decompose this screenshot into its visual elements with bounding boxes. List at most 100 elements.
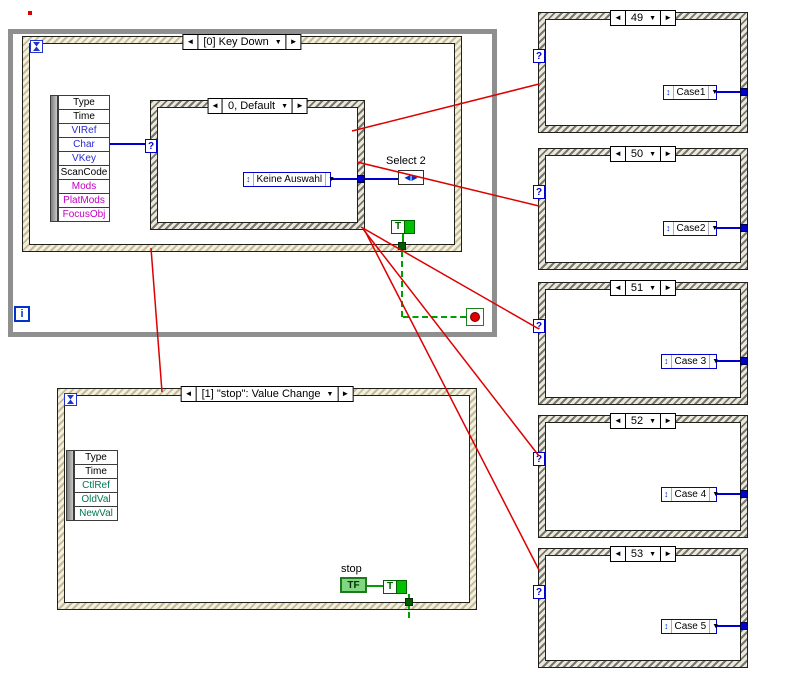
next-case-arrow-icon[interactable]: ►	[664, 13, 673, 22]
event-field-scancode[interactable]: ScanCode	[58, 165, 110, 180]
timeout-terminal[interactable]	[30, 40, 43, 53]
wire-enum-to-tunnel[interactable]	[717, 91, 745, 93]
dropdown-arrow-icon[interactable]: ▼	[274, 38, 282, 46]
loop-conditional-terminal[interactable]	[466, 308, 484, 326]
prev-case-arrow-icon[interactable]: ◄	[186, 37, 195, 46]
dropdown-arrow-icon[interactable]: ▼	[709, 488, 721, 501]
event-field-vkey[interactable]: VKey	[58, 151, 110, 166]
event-field-mods[interactable]: Mods	[58, 179, 110, 194]
bool-true-constant-bottom[interactable]: T	[383, 580, 407, 594]
next-case-arrow-icon[interactable]: ►	[296, 101, 304, 110]
event-field-type[interactable]: Type	[58, 95, 110, 110]
prev-case-arrow-icon[interactable]: ◄	[613, 149, 622, 158]
next-case-arrow-icon[interactable]: ►	[664, 549, 673, 558]
wire-enum-to-tunnel[interactable]	[717, 625, 745, 627]
event-structure-stop-value-change[interactable]: ◄ [1] "stop": Value Change ▼ ►	[57, 386, 477, 610]
prev-case-arrow-icon[interactable]: ◄	[613, 416, 622, 425]
event-key-down-selector[interactable]: ◄ [0] Key Down ▼ ►	[182, 34, 302, 50]
prev-case-arrow-icon[interactable]: ◄	[613, 283, 622, 292]
enum-constant-case2[interactable]: ↕ Case2 ▼	[663, 221, 720, 236]
event-field-newval[interactable]: NewVal	[74, 506, 118, 521]
wire-char-to-case[interactable]	[110, 143, 146, 145]
event-field-time[interactable]: Time	[74, 464, 118, 479]
event-field-viref[interactable]: VIRef	[58, 123, 110, 138]
next-case-arrow-icon[interactable]: ►	[289, 37, 298, 46]
wire-enum-to-tunnel[interactable]	[717, 493, 745, 495]
dropdown-arrow-icon[interactable]: ▼	[649, 14, 657, 22]
case-52-selector[interactable]: ◄ 52 ▼ ►	[609, 413, 677, 429]
dropdown-arrow-icon[interactable]: ▼	[709, 620, 721, 633]
case-49-selector[interactable]: ◄ 49 ▼ ►	[609, 10, 677, 26]
case-output-tunnel[interactable]	[357, 175, 365, 183]
case-selector-terminal[interactable]: ?	[533, 319, 545, 333]
case-output-tunnel[interactable]	[740, 490, 748, 498]
wire-stop-to-const[interactable]	[367, 585, 383, 587]
enum-constant-case1[interactable]: ↕ Case1 ▼	[663, 85, 720, 100]
case-selector-terminal[interactable]: ?	[145, 139, 157, 153]
case-structure-49[interactable]: ◄ 49 ▼ ► ? ↕ Case1 ▼	[533, 10, 748, 133]
bool-wire-vertical[interactable]	[408, 594, 410, 618]
case-selector-terminal[interactable]: ?	[533, 452, 545, 466]
dropdown-arrow-icon[interactable]: ▼	[281, 102, 289, 110]
prev-case-arrow-icon[interactable]: ◄	[613, 13, 622, 22]
case-output-tunnel[interactable]	[740, 622, 748, 630]
enum-constant-keine-auswahl[interactable]: ↕ Keine Auswahl ▼	[243, 172, 335, 187]
dropdown-arrow-icon[interactable]: ▼	[326, 390, 334, 398]
dropdown-arrow-icon[interactable]: ▼	[708, 222, 720, 235]
case-structure-default[interactable]: ◄ 0, Default ▼ ► ?	[145, 98, 365, 230]
case-output-tunnel[interactable]	[740, 357, 748, 365]
enum-constant-case3[interactable]: ↕ Case 3 ▼	[661, 354, 719, 369]
event-field-ctlref[interactable]: CtlRef	[74, 478, 118, 493]
case-selector-terminal[interactable]: ?	[533, 585, 545, 599]
next-case-arrow-icon[interactable]: ►	[664, 283, 673, 292]
case-structure-53[interactable]: ◄ 53 ▼ ► ? ↕ Case 5 ▼	[533, 546, 748, 668]
bool-wire-vertical[interactable]	[401, 251, 403, 317]
wire-enum-to-tunnel[interactable]	[717, 227, 745, 229]
next-case-arrow-icon[interactable]: ►	[341, 389, 350, 398]
event-field-platmods[interactable]: PlatMods	[58, 193, 110, 208]
dropdown-arrow-icon[interactable]: ▼	[325, 173, 337, 186]
prev-case-arrow-icon[interactable]: ◄	[184, 389, 193, 398]
case-default-selector[interactable]: ◄ 0, Default ▼ ►	[207, 98, 308, 114]
prev-case-arrow-icon[interactable]: ◄	[613, 549, 622, 558]
event-field-oldval[interactable]: OldVal	[74, 492, 118, 507]
case-53-selector[interactable]: ◄ 53 ▼ ►	[609, 546, 677, 562]
bool-true-constant-top[interactable]: T	[391, 220, 415, 234]
enum-constant-case5[interactable]: ↕ Case 5 ▼	[661, 619, 719, 634]
case-51-selector[interactable]: ◄ 51 ▼ ►	[609, 280, 677, 296]
dropdown-arrow-icon[interactable]: ▼	[649, 284, 657, 292]
case-output-tunnel[interactable]	[740, 88, 748, 96]
case-structure-52[interactable]: ◄ 52 ▼ ► ? ↕ Case 4 ▼	[533, 413, 748, 538]
case-selector-terminal[interactable]: ?	[533, 49, 545, 63]
next-case-arrow-icon[interactable]: ►	[664, 416, 673, 425]
case-output-tunnel[interactable]	[740, 224, 748, 232]
event-bottom-tunnel[interactable]	[398, 242, 406, 250]
event-field-type[interactable]: Type	[74, 450, 118, 465]
select2-control-terminal[interactable]: ◀ ▶	[398, 170, 424, 185]
event-field-char[interactable]: Char	[58, 137, 110, 152]
event-field-focusobj[interactable]: FocusObj	[58, 207, 110, 222]
timeout-terminal[interactable]	[64, 393, 77, 406]
dropdown-arrow-icon[interactable]: ▼	[708, 86, 720, 99]
case-50-selector[interactable]: ◄ 50 ▼ ►	[609, 146, 677, 162]
event-data-node-key-down[interactable]: Type Time VIRef Char VKey ScanCode Mods …	[50, 95, 110, 222]
dropdown-arrow-icon[interactable]: ▼	[649, 550, 657, 558]
divider	[624, 147, 626, 161]
bool-wire-horizontal[interactable]	[403, 316, 466, 318]
prev-case-arrow-icon[interactable]: ◄	[211, 101, 219, 110]
stop-boolean-terminal[interactable]: TF	[340, 577, 367, 593]
case-structure-50[interactable]: ◄ 50 ▼ ► ? ↕ Case2 ▼	[533, 146, 748, 270]
wire-enum-to-tunnel[interactable]	[717, 360, 745, 362]
event-field-time[interactable]: Time	[58, 109, 110, 124]
event-stop-selector[interactable]: ◄ [1] "stop": Value Change ▼ ►	[180, 386, 354, 402]
dropdown-arrow-icon[interactable]: ▼	[649, 417, 657, 425]
loop-iteration-terminal[interactable]: i	[14, 306, 30, 322]
case-structure-51[interactable]: ◄ 51 ▼ ► ? ↕ Case 3 ▼	[533, 280, 748, 405]
enum-constant-case4[interactable]: ↕ Case 4 ▼	[661, 487, 719, 502]
case-selector-terminal[interactable]: ?	[533, 185, 545, 199]
event-bottom-tunnel[interactable]	[405, 598, 413, 606]
dropdown-arrow-icon[interactable]: ▼	[649, 150, 657, 158]
event-data-node-value-change[interactable]: Type Time CtlRef OldVal NewVal	[66, 450, 118, 521]
next-case-arrow-icon[interactable]: ►	[664, 149, 673, 158]
dropdown-arrow-icon[interactable]: ▼	[709, 355, 721, 368]
